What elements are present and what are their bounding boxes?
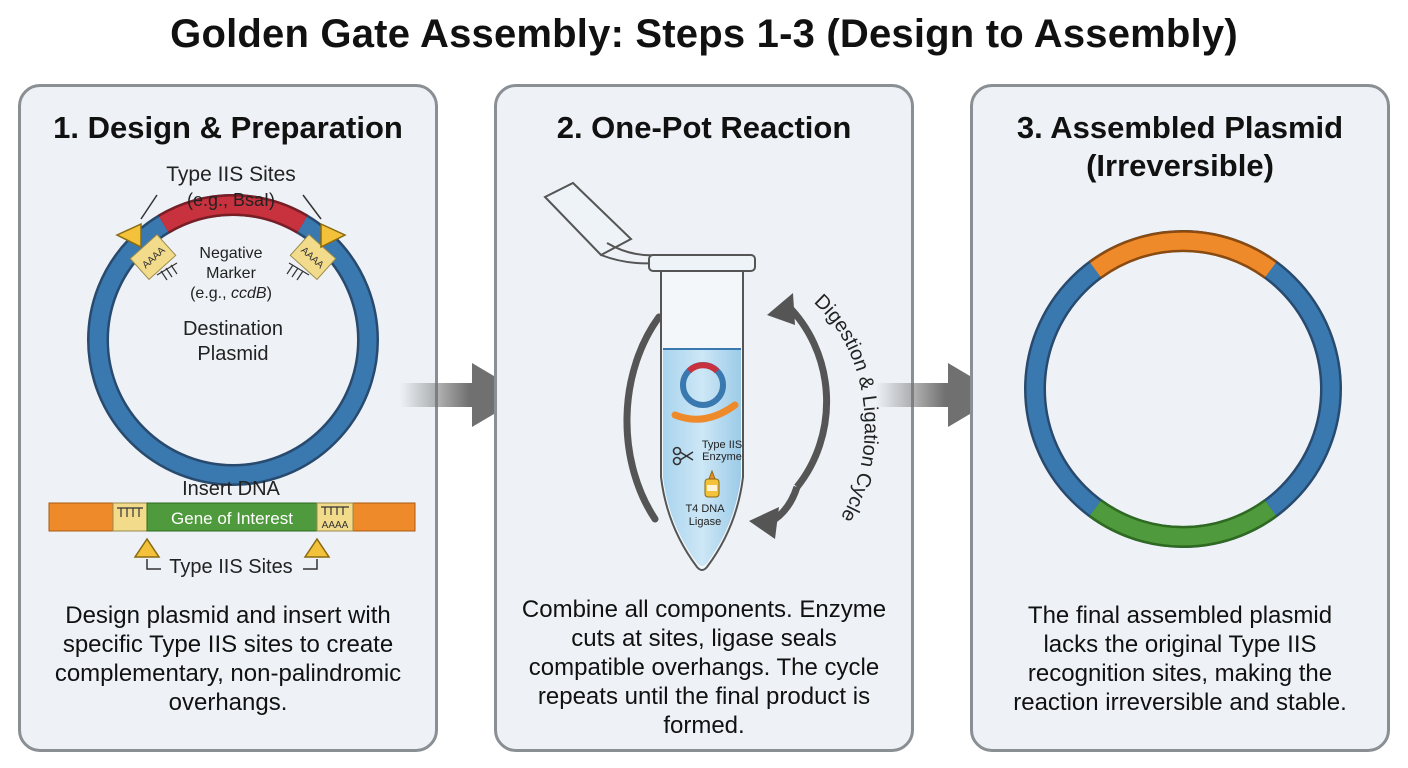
cycle-label: Digestion & Ligation Cycle xyxy=(810,290,882,526)
insert-right-ticks xyxy=(321,506,349,515)
panel3-title-line1: 3. Assembled Plasmid xyxy=(1016,110,1344,145)
gene-of-interest-segment xyxy=(146,502,318,532)
right-sticky-end-ticks xyxy=(286,262,310,281)
insert-type-iis-sites-label: Type IIS Sites xyxy=(169,556,293,578)
panel3-description: The final assembled plasmid lacks the or… xyxy=(1013,602,1347,716)
left-sticky-end-ticks xyxy=(156,262,178,281)
insert-left-overhang xyxy=(112,502,148,532)
type-iis-site-triangle-icon xyxy=(133,537,161,558)
mini-insert-fragment xyxy=(671,401,739,423)
panel3-title-line2: (Irreversible) xyxy=(1086,148,1274,183)
insert-site-bracket-right xyxy=(303,559,318,570)
assembled-gene-segment xyxy=(1090,501,1276,546)
negative-marker-example-gene: ccdB xyxy=(231,285,267,302)
tube-rim xyxy=(648,254,756,272)
destination-plasmid-label: Destination Plasmid xyxy=(133,317,333,367)
panel-assembled-plasmid: 3. Assembled Plasmid (Irreversible) The … xyxy=(970,84,1390,752)
insert-dna-label: Insert DNA xyxy=(182,478,280,500)
ligase-label: T4 DNA Ligase xyxy=(675,503,735,529)
tube-liquid xyxy=(663,349,741,566)
plasmid-line1: Destination xyxy=(182,318,284,340)
negative-marker-example: (e.g., ccdB) xyxy=(156,284,306,304)
plasmid-line2: Plasmid xyxy=(197,343,269,365)
negative-marker-example-prefix: (e.g., xyxy=(190,285,231,302)
site-leader-line-right xyxy=(302,194,322,220)
type-iis-site-triangle-icon xyxy=(320,222,347,249)
panel2-title: 2. One-Pot Reaction xyxy=(556,110,852,145)
glue-bottle-icon xyxy=(704,469,720,498)
site-leader-line-left xyxy=(140,194,158,220)
negative-marker-line1: Negative xyxy=(199,245,263,262)
ligase-line2: Ligase xyxy=(688,516,722,528)
enzyme-label: Type IIS Enzyme xyxy=(687,439,757,463)
assembled-plasmid-backbone xyxy=(1026,232,1340,546)
negative-marker-segment xyxy=(159,196,307,232)
left-overhang-block: AAAA xyxy=(129,233,177,281)
cycle-arc-bottom xyxy=(767,485,801,527)
type-iis-sites-example: (e.g., BsaI) xyxy=(186,190,276,210)
cycle-label-text: Digestion & Ligation Cycle xyxy=(810,290,882,526)
negative-marker-label: Negative Marker (e.g., ccdB) xyxy=(156,244,306,304)
insert-left-ticks xyxy=(117,507,143,517)
cycle-arc-left xyxy=(623,313,663,523)
cycle-arrowhead-top xyxy=(767,293,795,325)
insert-overhang-text: AAAA xyxy=(322,520,349,531)
scissors-icon xyxy=(672,446,694,466)
cycle-arrow-icon xyxy=(784,302,831,490)
type-iis-site-triangle-icon xyxy=(303,537,331,558)
negative-marker-line2: Marker xyxy=(206,265,256,282)
cycle-arrowhead-bottom xyxy=(749,507,779,539)
panel3-diagram xyxy=(1024,230,1342,548)
negative-marker-example-suffix: ) xyxy=(266,285,272,302)
type-iis-sites-label: Type IIS Sites xyxy=(166,163,296,186)
panel-design-preparation: 1. Design & Preparation AAAA AAAA xyxy=(18,84,438,752)
enzyme-line1: Type IIS xyxy=(701,439,743,451)
tube-lid xyxy=(543,181,658,265)
insert-right-overhang xyxy=(316,502,354,532)
panel1-description: Design plasmid and insert with specific … xyxy=(54,602,402,716)
panel2-description: Combine all components. Enzyme cuts at s… xyxy=(521,596,887,739)
panel1-title: 1. Design & Preparation xyxy=(53,110,403,145)
insert-site-bracket-left xyxy=(146,559,161,570)
ligase-line1: T4 DNA xyxy=(685,503,725,515)
panel2-diagram: Digestion & Ligation Cycle xyxy=(543,181,882,571)
panel-one-pot-reaction: 2. One-Pot Reaction xyxy=(494,84,914,752)
right-overhang-block: AAAA xyxy=(289,233,337,281)
mini-plasmid-marker xyxy=(686,362,720,374)
gene-of-interest-label: Gene of Interest xyxy=(171,509,293,528)
panel1-diagram: AAAA AAAA xyxy=(48,194,416,570)
assembled-insert-segment xyxy=(1090,232,1276,277)
page-title: Golden Gate Assembly: Steps 1-3 (Design … xyxy=(170,12,1238,56)
enzyme-line2: Enzyme xyxy=(702,451,742,463)
type-iis-site-triangle-icon xyxy=(115,222,142,249)
